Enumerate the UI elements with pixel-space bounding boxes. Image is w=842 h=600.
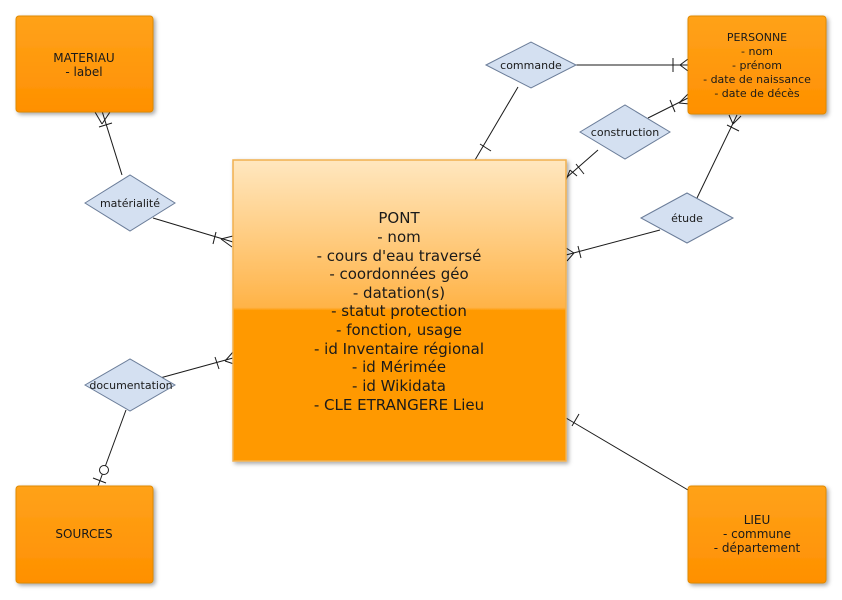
entity-pont-attr: - cours d'eau traversé [317,247,482,265]
entity-pont-title: PONT [378,209,420,227]
entity-lieu-attr: - commune [723,527,791,541]
crow-foot-pont-etude-a [565,247,575,254]
crow-foot-pont-documentation-a [224,351,234,362]
entity-pont-box [232,159,567,462]
entity-lieu[interactable]: LIEU - commune - département [687,485,827,584]
relation-documentation-label: documentation [89,379,172,392]
line-commande-pont [474,86,519,161]
relation-etude-diamond [639,192,735,244]
bar-personne-construction [669,99,676,113]
zero-optional-marker [99,465,109,475]
crow-foot-pont-materialite-b [220,238,233,248]
relation-materialite[interactable]: matérialité [84,174,176,232]
entity-pont-attr: - id Inventaire régional [314,340,484,358]
entity-materiau-attr: - label [65,65,102,79]
entity-pont-attr: - statut protection [331,302,467,320]
line-construction-pont [565,149,599,179]
entity-materiau[interactable]: MATERIAU - label [15,15,154,113]
entity-personne-box [687,15,827,115]
relation-construction-diamond [579,104,671,160]
entity-pont-attr: - coordonnées géo [329,265,468,283]
relation-documentation-diamond [84,358,176,412]
line-etude-personne [696,114,738,199]
entity-materiau-box [15,15,154,113]
entity-pont-attr: - fonction, usage [336,321,462,339]
entity-lieu-box [687,485,827,584]
entity-materiau-title: MATERIAU [53,51,114,65]
bar-pont-commande [479,143,492,152]
line-etude-pont [565,229,661,256]
line-construction-personne [647,97,689,119]
bar-pont-construction [575,163,585,175]
relation-materialite-label: matérialité [100,197,160,210]
entity-pont[interactable]: PONT - nom - cours d'eau traversé - coor… [232,159,567,462]
entity-pont-attr: - nom [377,228,420,246]
entity-personne[interactable]: PERSONNE - nom - prénom - date de naissa… [687,15,827,115]
bar-sources [92,477,107,484]
relation-construction-label: construction [591,126,659,139]
entity-personne-attr: - date de décès [714,87,800,100]
entity-sources-title: SOURCES [55,527,112,541]
relation-documentation[interactable]: documentation [84,358,176,412]
relation-commande[interactable]: commande [484,41,578,89]
relation-materialite-diamond [84,174,176,232]
relation-etude[interactable]: étude [639,192,735,244]
connectors [92,58,742,491]
crow-foot-pont-etude-b [566,252,575,262]
entity-personne-title: PERSONNE [727,31,787,44]
entity-personne-attr: - date de naissance [703,73,811,86]
entity-pont-attr: - id Wikidata [352,377,446,395]
entity-personne-attr: - nom [741,45,773,58]
bar-personne-etude [726,124,740,132]
entity-pont-attr: - id Mérimée [352,358,446,376]
relation-commande-diamond [484,41,578,89]
relation-commande-label: commande [500,59,562,72]
crow-foot-pont-materialite-a [220,235,234,240]
entity-lieu-title: LIEU [744,513,771,527]
line-materiau-materialite [101,110,123,176]
relation-construction[interactable]: construction [579,104,671,160]
bar-pont-lieu [571,413,580,427]
line-pont-lieu [565,417,689,491]
entity-lieu-attr: - département [714,541,801,555]
bar-materiau [98,122,113,128]
crow-foot-pont-construction-b [569,169,578,177]
entity-sources-box [15,485,154,584]
crow-foot-personne-etude-a [728,114,734,125]
crow-foot-personne-etude-b [732,115,742,125]
entity-personne-attr: - prénom [732,59,782,72]
crow-foot-personne-commande-b [679,64,689,72]
line-materialite-pont [152,217,234,243]
bar-pont-materialite [212,231,217,245]
entity-pont-attr: - CLE ETRANGERE Lieu [314,396,484,414]
crow-foot-materiau-b [101,111,111,125]
bar-pont-etude [577,245,582,259]
crow-foot-personne-construction-a [678,93,689,104]
line-documentation-pont [159,357,234,379]
bar-pont-documentation [214,356,220,370]
crow-foot-materiau [94,111,103,125]
relation-etude-label: étude [671,212,703,225]
crow-foot-personne-commande-a [679,58,689,66]
entity-pont-attr: - datation(s) [353,284,445,302]
entity-sources[interactable]: SOURCES [15,485,154,584]
